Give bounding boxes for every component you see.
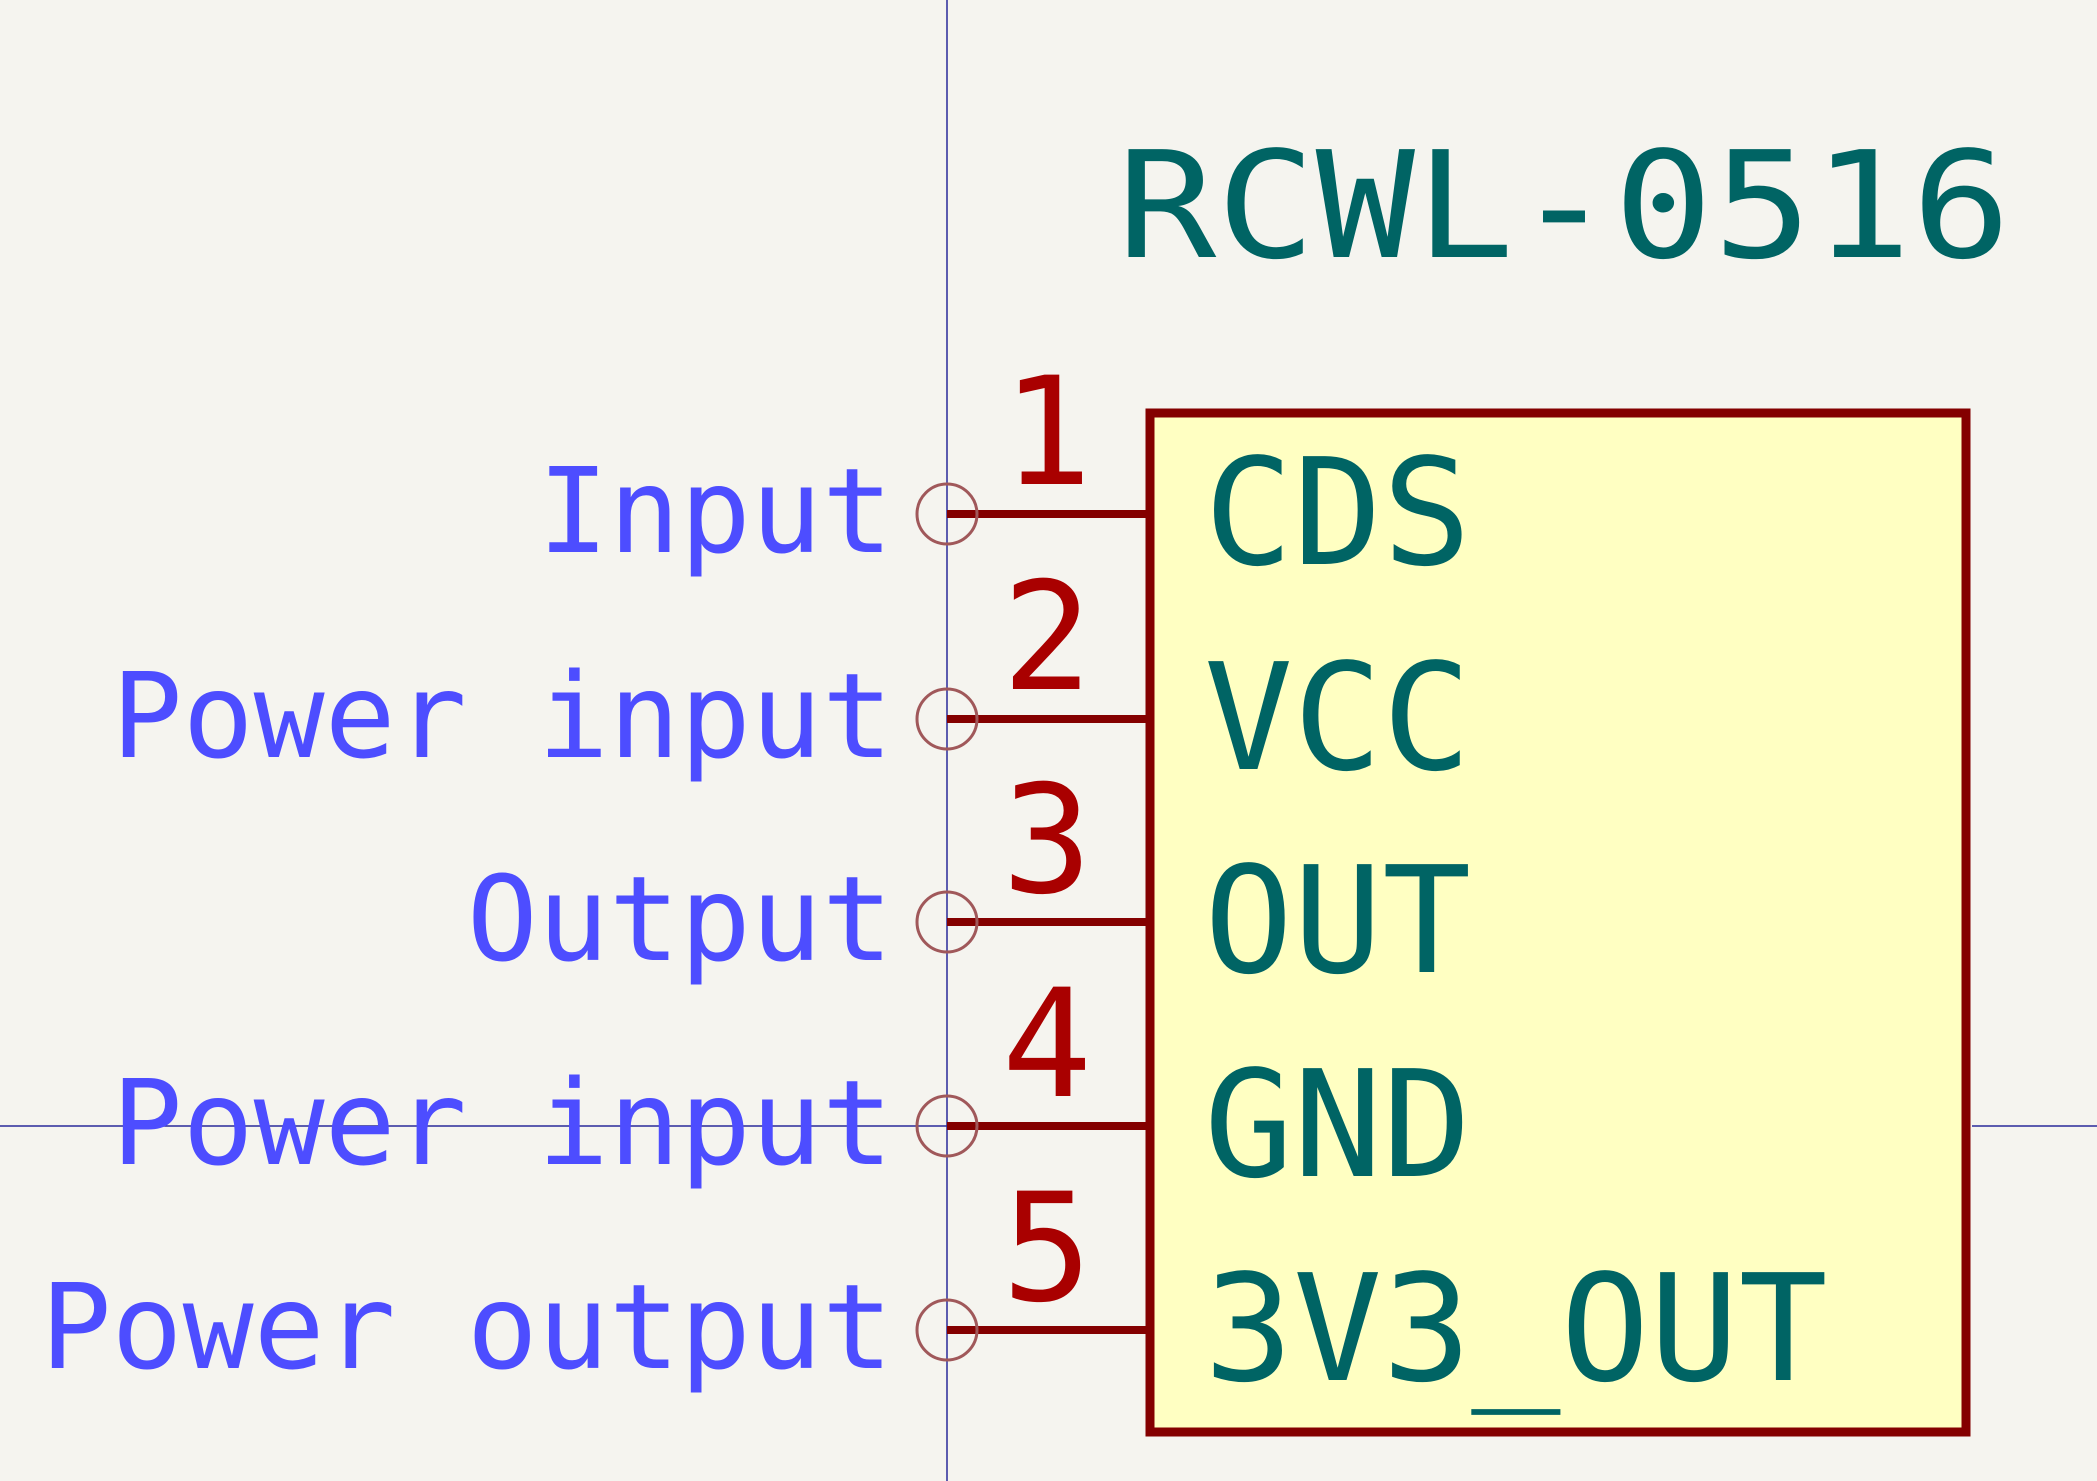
pin-4[interactable]: 4 GND Power input <box>112 958 1472 1211</box>
pin-2[interactable]: 2 VCC Power input <box>112 551 1472 804</box>
pin-name: 3V3_OUT <box>1204 1243 1828 1415</box>
pin-electrical-type: Power input <box>112 1054 893 1192</box>
pin-end-marker <box>915 890 979 954</box>
pin-end-marker <box>915 482 979 546</box>
pin-5[interactable]: 5 3V3_OUT Power output <box>40 1162 1827 1415</box>
pin-electrical-type: Input <box>538 442 893 580</box>
pin-end-marker <box>915 1094 979 1158</box>
pin-name: GND <box>1204 1039 1471 1211</box>
pin-3[interactable]: 3 OUT Output <box>467 754 1472 1007</box>
component-body[interactable] <box>1145 408 1971 1437</box>
pin-name: CDS <box>1204 427 1471 599</box>
pin-electrical-type: Power output <box>40 1258 893 1396</box>
pin-name: OUT <box>1204 835 1471 1007</box>
pin-electrical-type: Power input <box>112 647 893 785</box>
component-reference[interactable]: RCWL-0516 <box>1117 120 2011 292</box>
pin-group: 1 CDS Input 2 VCC Power input 3 OUT Output 4 GND Po… <box>40 346 1827 1415</box>
pin-number: 4 <box>1002 958 1092 1132</box>
pin-number: 5 <box>1002 1162 1092 1336</box>
pin-end-marker <box>915 1298 979 1362</box>
pin-number: 2 <box>1002 551 1092 725</box>
pin-number: 3 <box>1002 754 1092 928</box>
pin-name: VCC <box>1204 632 1471 804</box>
pin-1[interactable]: 1 CDS Input <box>538 346 1472 599</box>
pin-number: 1 <box>1002 346 1092 520</box>
pin-electrical-type: Output <box>467 850 893 988</box>
pin-end-marker <box>915 687 979 751</box>
